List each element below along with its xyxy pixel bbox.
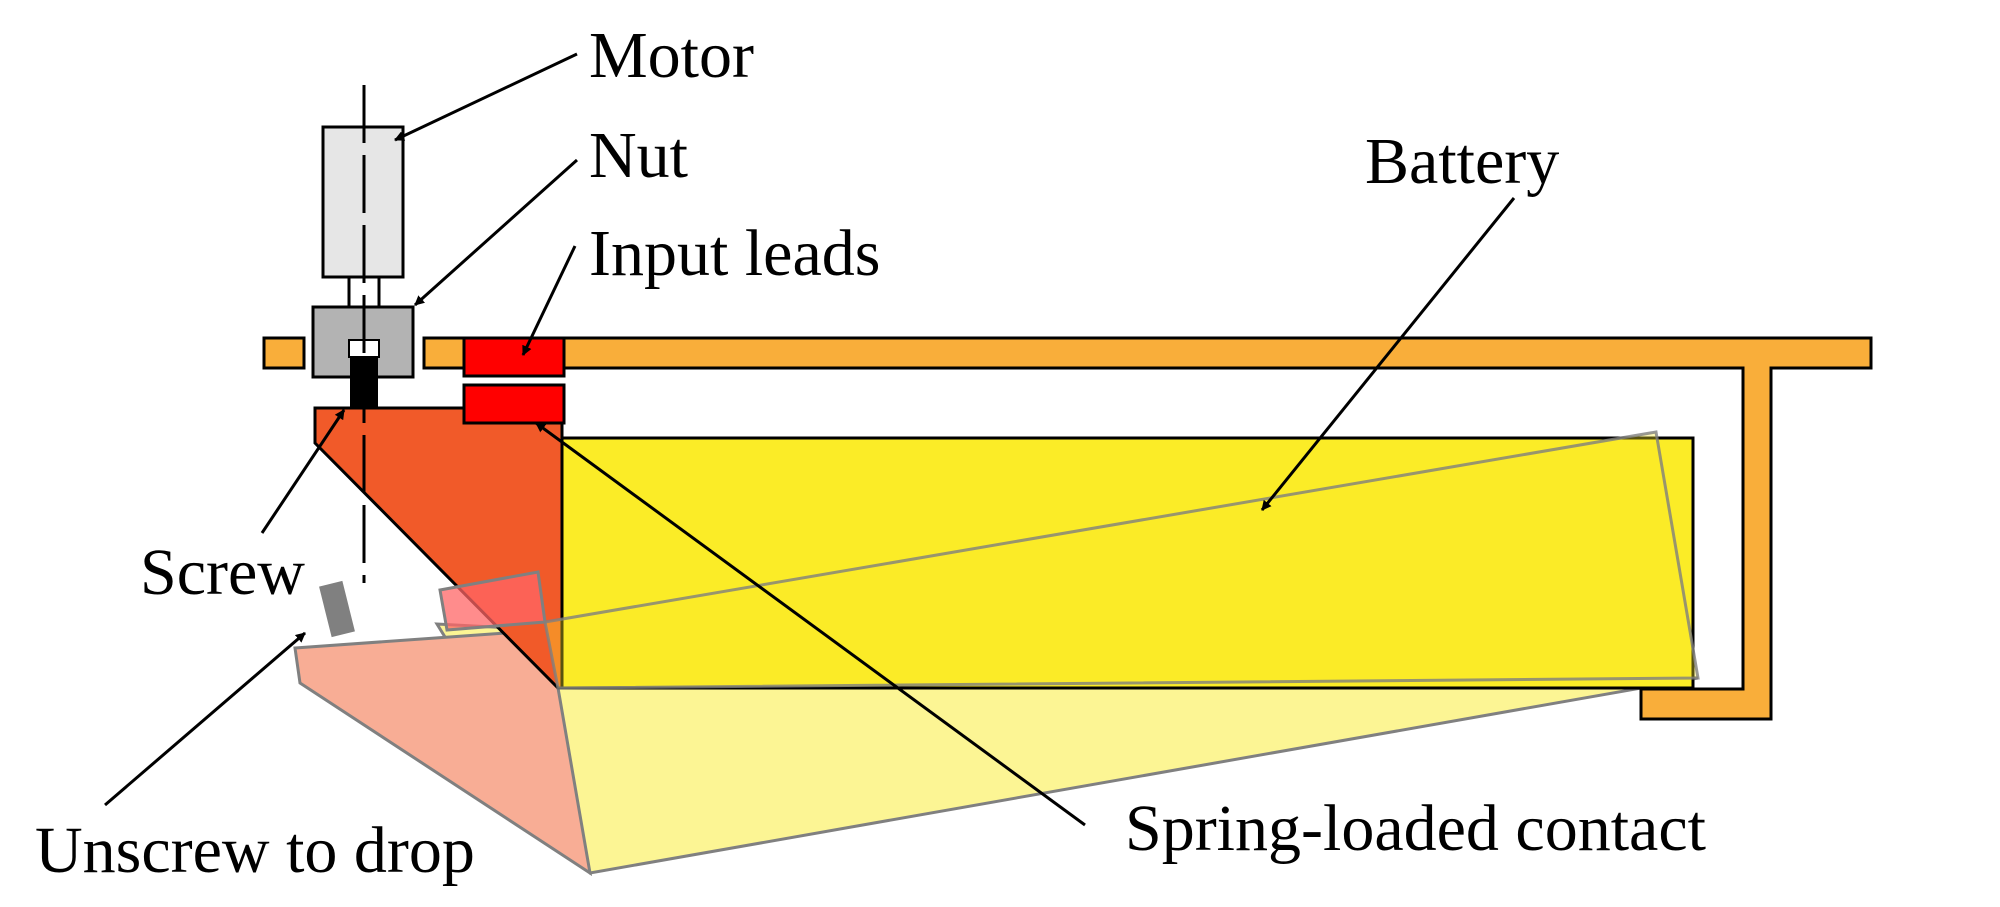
spring-loaded-contact-arrow bbox=[535, 421, 1086, 827]
unscrew-to-drop-label: Unscrew to drop bbox=[35, 814, 475, 887]
leader-arrows bbox=[104, 52, 1516, 827]
frame bbox=[262, 336, 1873, 721]
frame-left-stub bbox=[262, 336, 306, 370]
nut-label: Nut bbox=[589, 119, 688, 192]
motor-label: Motor bbox=[589, 19, 754, 92]
input-lead-contact bbox=[462, 336, 566, 378]
unscrew-to-drop-arrow bbox=[104, 631, 306, 807]
screw-dropped bbox=[319, 580, 355, 638]
battery-holder-dropped bbox=[293, 628, 593, 877]
frame-main bbox=[422, 336, 1873, 721]
contact-dropped bbox=[438, 570, 547, 632]
battery-tilting-outline bbox=[543, 430, 1700, 690]
input-leads-arrow bbox=[521, 245, 577, 356]
battery-label: Battery bbox=[1365, 125, 1559, 198]
screw-label: Screw bbox=[140, 536, 305, 609]
input-leads-label: Input leads bbox=[589, 217, 880, 290]
battery bbox=[560, 436, 1695, 690]
battery-arrow bbox=[1260, 197, 1516, 511]
motor-arrow bbox=[394, 52, 578, 142]
spring-loaded-contact-label: Spring-loaded contact bbox=[1125, 792, 1706, 865]
screw-arrow bbox=[260, 409, 346, 534]
nut-arrow bbox=[413, 158, 579, 307]
spring-loaded-contact bbox=[462, 383, 566, 425]
